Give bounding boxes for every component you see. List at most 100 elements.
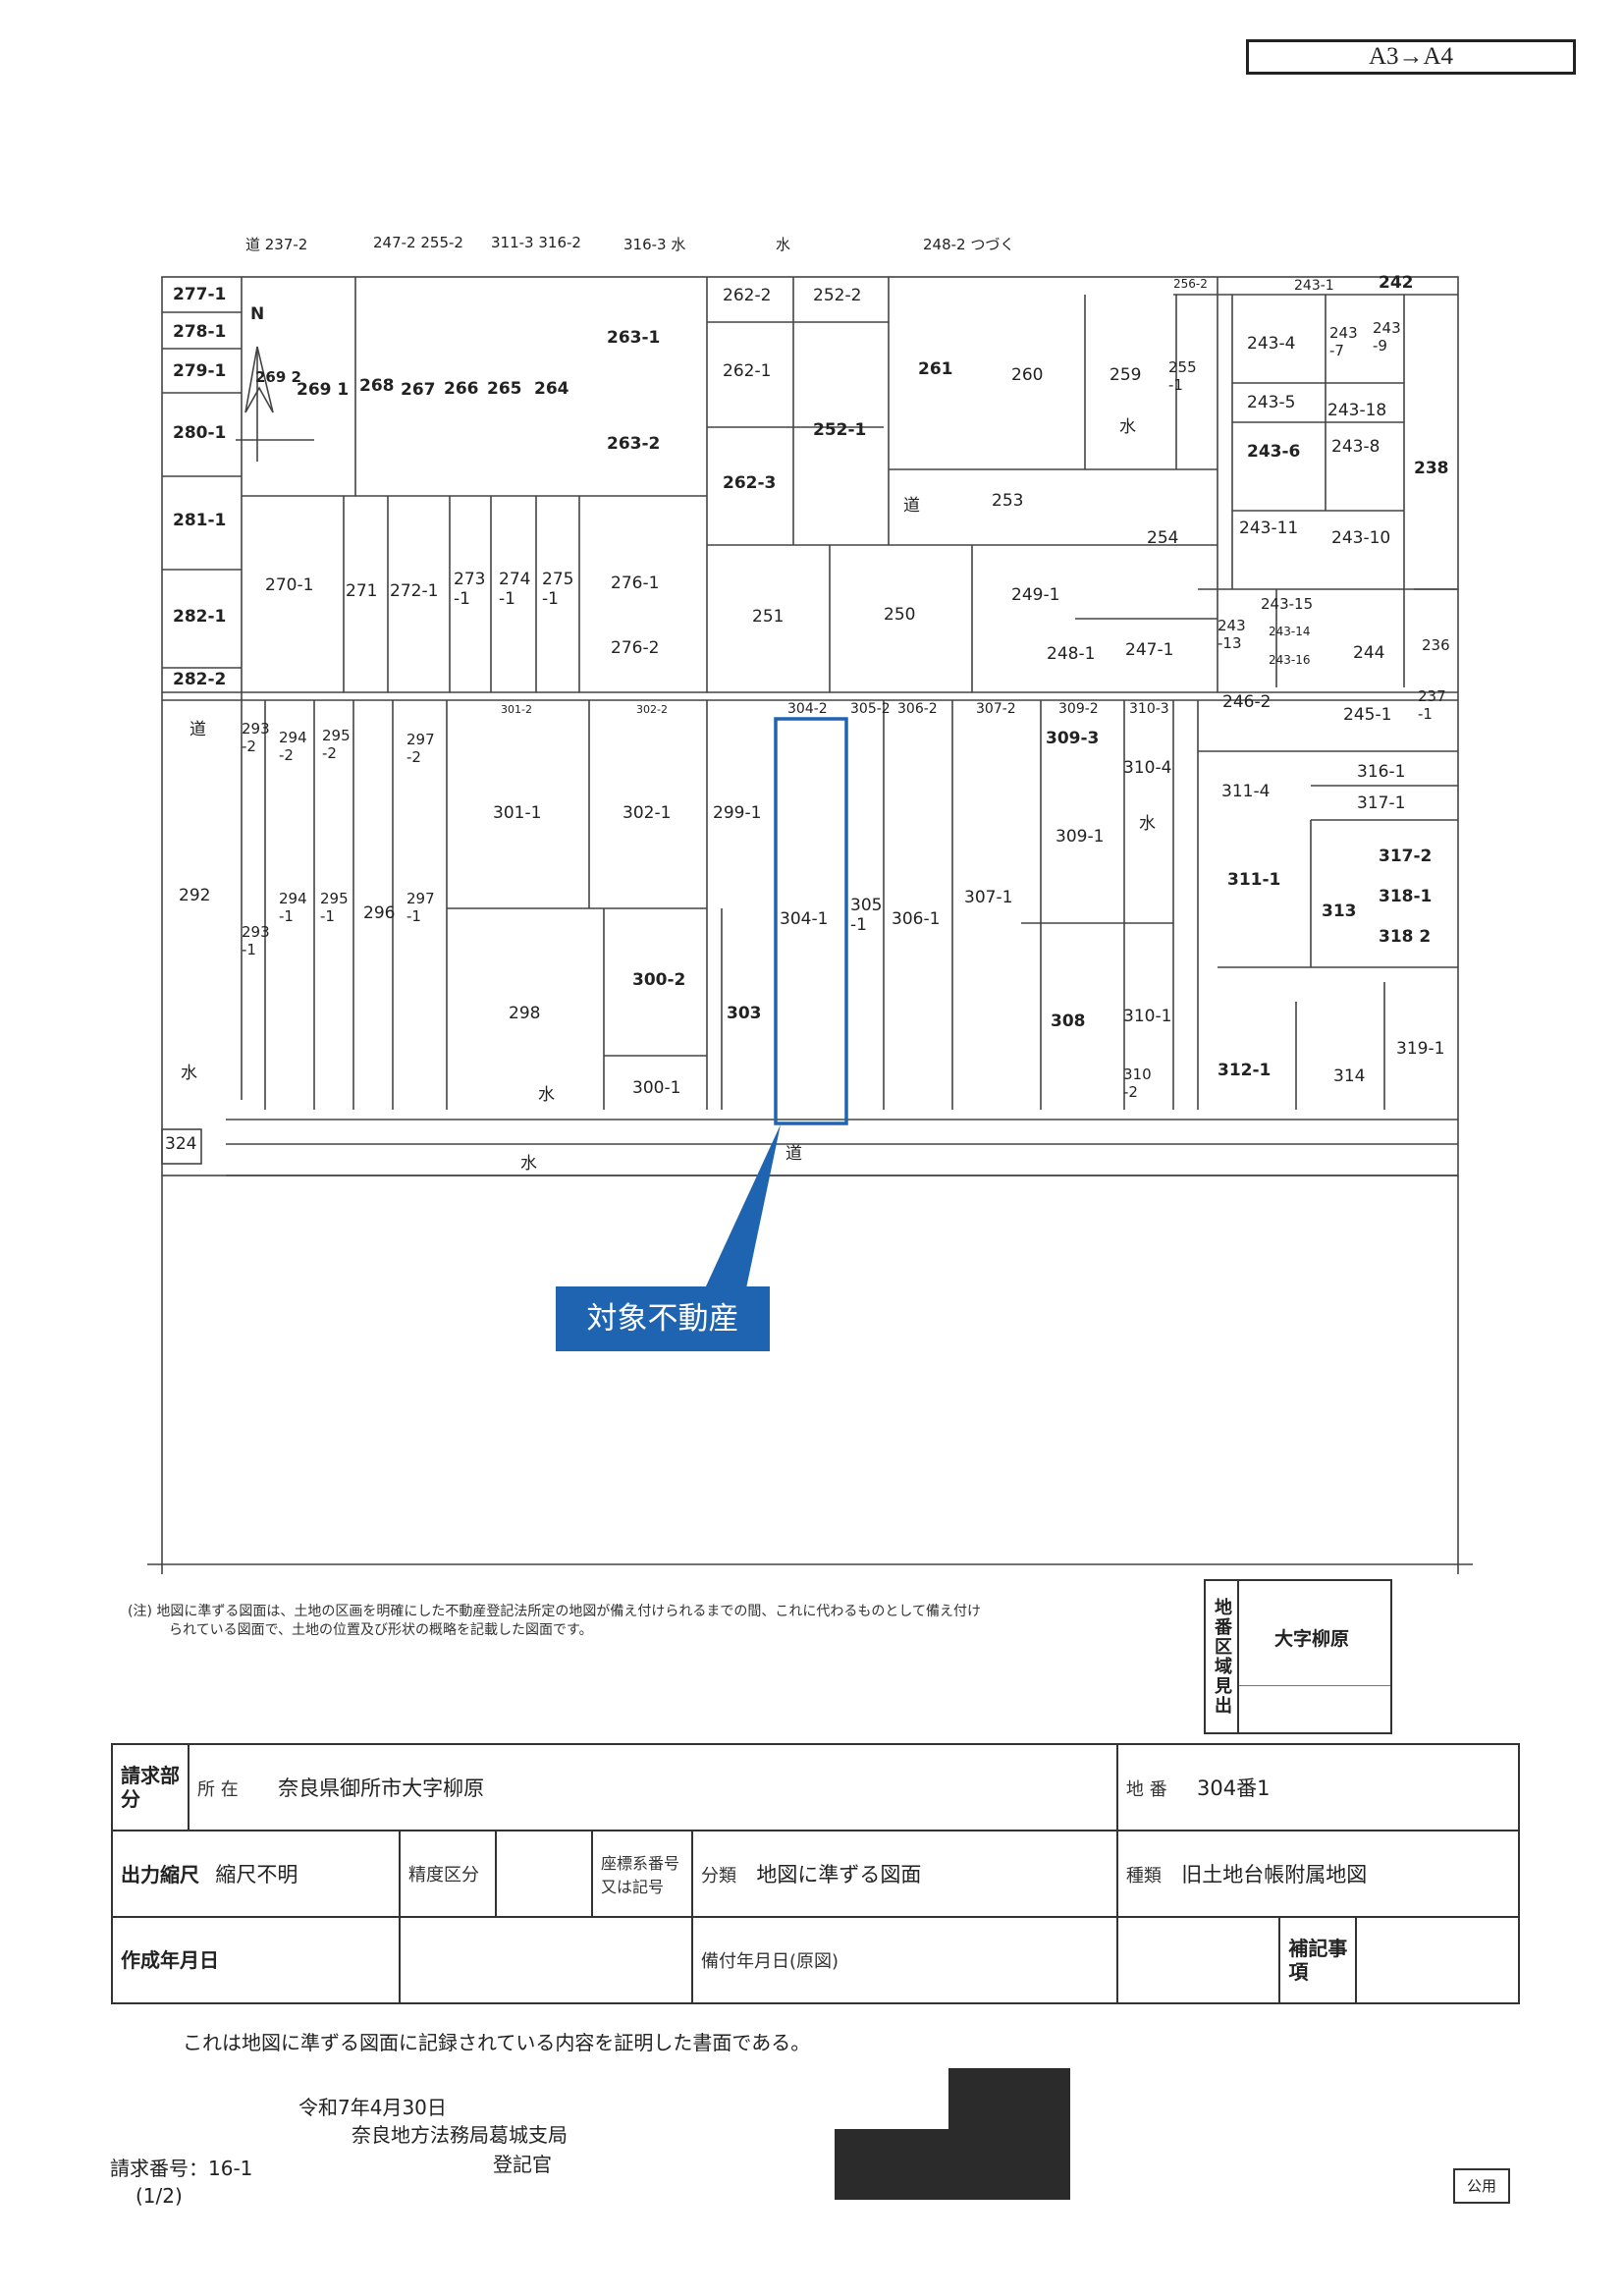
parcel-label: 319-1	[1396, 1039, 1445, 1059]
parcel-label: 310-4	[1123, 758, 1172, 778]
issuing-office: 奈良地方法務局葛城支局	[352, 2123, 568, 2147]
parcel-label: 243-15	[1261, 595, 1314, 613]
remarks-cell: 補記事項	[1278, 1916, 1358, 2004]
water-label: 水	[181, 1064, 197, 1083]
parcel-label: 262-3	[723, 473, 777, 493]
parcel-label: 262-2	[723, 286, 772, 305]
certification-statement: これは地図に準ずる図面に記録されている内容を証明した書面である。	[183, 2031, 811, 2054]
parcel-label: 245-1	[1343, 705, 1392, 725]
output-scale-label: 出力縮尺	[121, 1863, 199, 1886]
parcel-label: 308	[1051, 1011, 1086, 1031]
parcel-label: 268	[359, 376, 395, 396]
parcel-label: 260	[1011, 365, 1044, 385]
parcel-label: 309-3	[1046, 729, 1100, 748]
cadastral-map	[147, 276, 1473, 1574]
parcel-label: 274 -1	[499, 570, 531, 609]
parcel-label: 304-1	[780, 909, 829, 929]
parcel-label: 255 -1	[1168, 358, 1197, 394]
parcel-label: 280-1	[173, 423, 227, 443]
attached-empty-cell	[1115, 1916, 1281, 2004]
parcel-label: 297 -1	[406, 890, 435, 925]
parcel-label: 317-1	[1357, 793, 1406, 813]
parcel-label: 243-14	[1269, 625, 1311, 638]
info-row: 作成年月日 備付年月日(原図) 補記事項	[111, 1916, 1520, 2004]
parcel-label: 302-2	[636, 703, 668, 716]
parcel-label: 303	[727, 1004, 762, 1023]
parcel-label: 318 2	[1379, 927, 1432, 947]
parcel-label: 243-1	[1294, 278, 1334, 294]
type-label: 種類	[1125, 1866, 1162, 1886]
info-row: 請求部分 所 在 奈良県御所市大字柳原 地 番 304番1	[111, 1743, 1521, 1831]
parcel-label: 282-1	[173, 607, 227, 627]
parcel-label: 242	[1379, 273, 1414, 293]
parcel-label: 264	[534, 379, 569, 399]
parcel-label: 281-1	[173, 511, 227, 530]
parcel-label: 252-1	[813, 420, 867, 440]
parcel-label: 276-1	[611, 574, 660, 593]
top-strip-item: 311-3 316-2	[491, 234, 581, 251]
parcel-label: 292	[179, 886, 211, 905]
road-label: 道	[785, 1144, 802, 1164]
parcel-label: 248-1	[1047, 644, 1096, 664]
parcel-label: 269 2	[255, 368, 301, 386]
parcel-label: 294 -2	[279, 729, 307, 764]
parcel-label: 243 -7	[1329, 324, 1358, 359]
parcel-label: 296	[363, 903, 396, 923]
accuracy-label: 精度区分	[407, 1865, 479, 1886]
parcel-label: 310 -2	[1123, 1066, 1152, 1101]
parcel-label: 311-1	[1227, 870, 1281, 890]
location-label: 所 在	[197, 1779, 239, 1800]
lot-area-legend: 地番区域見出 大字柳原	[1204, 1579, 1392, 1734]
parcel-label: 243-11	[1239, 519, 1299, 538]
parcel-label: 272-1	[390, 581, 439, 601]
parcel-label: 243-18	[1327, 401, 1387, 420]
parcel-label: 270-1	[265, 575, 314, 595]
parcel-label: 293 -2	[242, 720, 270, 755]
issue-date: 令和7年4月30日	[298, 2096, 447, 2119]
parcel-label: 282-2	[173, 670, 227, 689]
category-cell: 分類 地図に準ずる図面	[690, 1830, 1118, 1918]
parcel-label: 294 -1	[279, 890, 307, 925]
parcel-label: 313	[1322, 902, 1357, 921]
request-label: 請求部分	[121, 1764, 180, 1811]
remarks-empty-cell	[1355, 1916, 1520, 2004]
road-label: 道	[903, 496, 920, 516]
parcel-label: 295 -1	[320, 890, 349, 925]
parcel-label: 261	[918, 359, 953, 379]
water-label: 水	[1139, 814, 1156, 834]
created-label: 作成年月日	[121, 1948, 219, 1972]
parcel-label: 302-1	[623, 803, 672, 823]
parcel-label: 304-2	[787, 701, 828, 717]
page-number: (1/2)	[135, 2184, 183, 2208]
parcel-label: 310-1	[1123, 1007, 1172, 1026]
remarks-label: 補記事項	[1288, 1937, 1348, 1984]
parcel-label: 307-2	[976, 701, 1016, 717]
parcel-label: 269 1	[297, 380, 350, 400]
map-note: (注) 地図に準ずる図面は、土地の区画を明確にした不動産登記法所定の地図が備え付…	[128, 1603, 1188, 1640]
top-strip-item: 水	[776, 236, 791, 253]
water-label: 水	[1119, 417, 1136, 437]
top-strip-item: 247-2 255-2	[373, 234, 463, 251]
legend-value: 大字柳原	[1274, 1628, 1350, 1650]
parcel-label: 243 -9	[1373, 319, 1401, 355]
lot-cell: 地 番 304番1	[1115, 1743, 1521, 1831]
water-label: 水	[520, 1154, 537, 1174]
top-strip-item: 248-2 つづく	[923, 236, 1015, 253]
parcel-label: 295 -2	[322, 727, 351, 762]
parcel-label: 265	[487, 379, 522, 399]
top-strip-item: 316-3 水	[623, 236, 686, 253]
accuracy-cell: 精度区分	[398, 1830, 497, 1918]
parcel-label: 276-2	[611, 638, 660, 658]
parcel-label: 243-10	[1331, 528, 1391, 548]
info-row: 出力縮尺 縮尺不明 精度区分 座標系番号又は記号 分類 地図に準ずる図面 種類 …	[111, 1830, 1521, 1918]
lot-value: 304番1	[1196, 1777, 1271, 1800]
parcel-label: 273 -1	[454, 570, 486, 609]
parcel-label: 253	[992, 491, 1024, 511]
map-note-line: (注) 地図に準ずる図面は、土地の区画を明確にした不動産登記法所定の地図が備え付…	[128, 1604, 981, 1619]
parcel-label: 267	[401, 380, 436, 400]
parcel-label: 324	[165, 1134, 197, 1154]
parcel-label: 299-1	[713, 803, 762, 823]
attached-label: 備付年月日(原図)	[700, 1951, 839, 1972]
accuracy-empty-cell	[494, 1830, 593, 1918]
parcel-label: 250	[884, 605, 916, 625]
